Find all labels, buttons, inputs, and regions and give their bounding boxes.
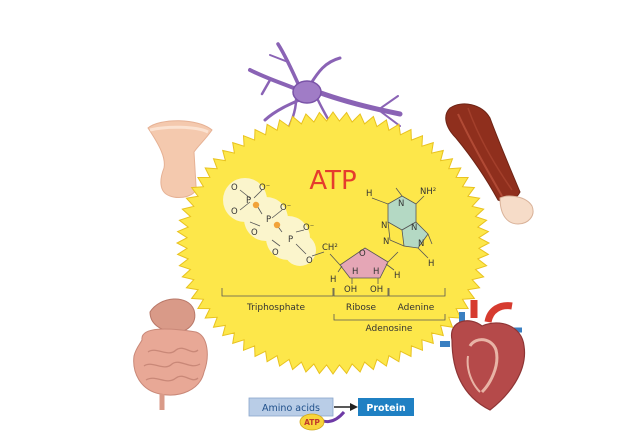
oxygen-dot xyxy=(273,221,281,229)
atom-o-minus: O⁻ xyxy=(280,203,291,213)
atom-o-minus: O⁻ xyxy=(303,223,314,233)
atp-title: ATP xyxy=(309,166,356,196)
atom-h: H xyxy=(330,275,336,285)
muscle-arm-icon xyxy=(445,103,534,225)
tooth-icon xyxy=(147,120,213,199)
amino-acids-label: Amino acids xyxy=(262,403,320,414)
atom-n: N xyxy=(398,199,404,209)
triphosphate-group: O O⁻ P O O⁻ P O O⁻ P O O CH² xyxy=(223,178,338,266)
atom-o: O xyxy=(231,207,238,217)
ribose-label: Ribose xyxy=(346,303,377,313)
atom-h: H xyxy=(394,271,400,281)
amino-acids-box xyxy=(248,397,334,417)
atom-n: N xyxy=(411,223,417,233)
triphosphate-label: Triphosphate xyxy=(246,303,305,313)
protein-box xyxy=(358,398,414,416)
atom-o: O xyxy=(306,256,313,266)
atom-oh: OH xyxy=(344,285,357,295)
nerve-cell-icon xyxy=(248,42,403,144)
atom-o: O xyxy=(231,183,238,193)
atom-h: H xyxy=(373,267,379,277)
atom-oh: OH xyxy=(370,285,383,295)
atom-o: O xyxy=(251,228,258,238)
intestines-icon xyxy=(133,298,208,410)
atom-n: N xyxy=(383,237,389,247)
atom-o: O xyxy=(359,249,366,259)
structure-brackets xyxy=(221,288,446,321)
atom-p: P xyxy=(266,215,271,225)
oxygen-dot xyxy=(252,201,260,209)
atom-nh2: NH² xyxy=(420,187,436,197)
atp-badge-label: ATP xyxy=(304,418,320,427)
reaction-row: Amino acids Protein ATP xyxy=(248,397,414,431)
atom-n: N xyxy=(418,239,424,249)
atom-o-minus: O⁻ xyxy=(259,183,270,193)
atom-p: P xyxy=(288,235,293,245)
protein-label: Protein xyxy=(366,403,405,414)
atom-p: P xyxy=(246,196,251,206)
atp-sunburst xyxy=(175,111,491,375)
atom-ch2: CH² xyxy=(322,243,338,253)
adenosine-label: Adenosine xyxy=(366,324,413,334)
adenine-label: Adenine xyxy=(398,303,435,313)
atp-badge xyxy=(299,413,325,431)
atom-h: H xyxy=(352,267,358,277)
atom-o: O xyxy=(272,248,279,258)
ribose-ring: O H H H H OH OH xyxy=(329,247,400,295)
atom-n: N xyxy=(381,221,387,231)
heart-icon xyxy=(440,300,526,411)
atom-h: H xyxy=(366,189,372,199)
atom-h: H xyxy=(428,259,434,269)
adenine-rings: N N N N N NH² H H xyxy=(366,187,436,269)
